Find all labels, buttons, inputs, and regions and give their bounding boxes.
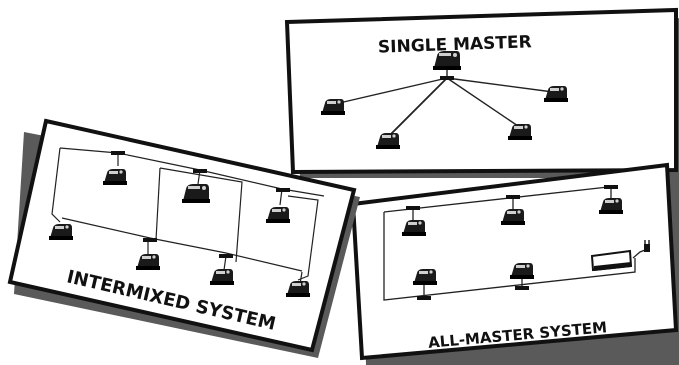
junction-box-icon: [440, 76, 454, 80]
panel-border: [7, 118, 357, 353]
junction-box-icon: [406, 206, 420, 210]
power-plug-icon: [644, 240, 650, 252]
panel-single-master: SINGLE MASTER: [284, 7, 679, 178]
panel-border: [350, 162, 679, 361]
junction-box-icon: [515, 286, 529, 290]
junction-box-icon: [506, 195, 520, 199]
wiring: [51, 147, 325, 285]
wiring: [334, 70, 554, 136]
junction-box-icon: [604, 185, 618, 189]
panel-intermixed: INTERMIXED SYSTEM: [7, 118, 360, 358]
junction-box-icon: [111, 151, 125, 155]
junction-box-icon: [143, 238, 157, 242]
junction-box-icon: [276, 188, 290, 192]
power-supply: [590, 249, 633, 272]
panel-all-master: ALL-MASTER SYSTEM: [350, 162, 679, 365]
junction-box-icon: [417, 296, 431, 300]
junction-box-icon: [193, 169, 207, 173]
panel-border: [284, 7, 678, 175]
junction-box-icon: [219, 254, 233, 258]
